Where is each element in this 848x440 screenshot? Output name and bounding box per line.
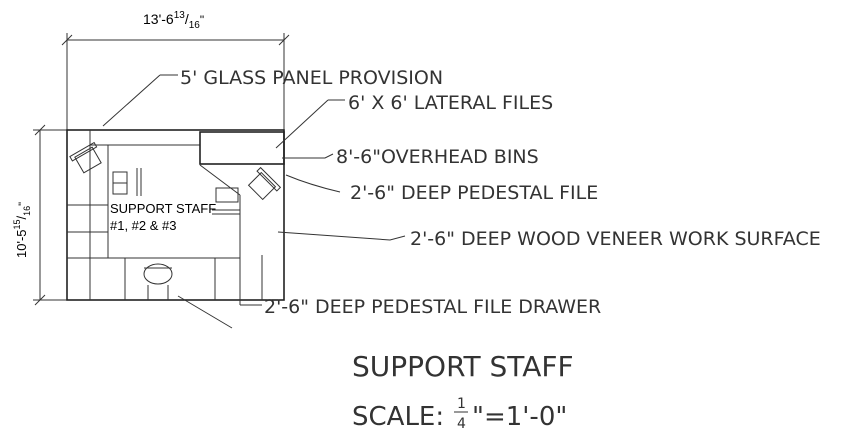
height-dimension-suffix: " (17, 202, 29, 206)
height-dimension-main: 10'-5 (14, 229, 29, 258)
chair-top-left (69, 141, 102, 174)
callout-overhead-bins-text: 8'-6"OVERHEAD BINS (336, 146, 539, 168)
height-dimension: 10'-515/16" (12, 124, 70, 306)
seat-marker-right (212, 187, 240, 215)
chair-bottom (143, 263, 173, 285)
drawing-scale-numerator: 1 (457, 396, 466, 412)
callout-glass-panel: 5' GLASS PANEL PROVISION (102, 67, 443, 127)
width-dimension: 13'-613/16" (61, 10, 290, 130)
drawing-scale-denominator: 4 (457, 416, 466, 432)
width-dimension-main: 13'-6 (143, 11, 174, 27)
room-label-line1: SUPPORT STAFF (110, 201, 216, 216)
svg-text:10'-515/16": 10'-515/16" (12, 202, 32, 258)
callout-lateral-files: 6' X 6' LATERAL FILES (275, 92, 553, 149)
width-dimension-denominator: 16 (189, 20, 201, 31)
callout-file-drawer-text: 2'-6" DEEP PEDESTAL FILE DRAWER (264, 296, 601, 318)
chair-right (247, 166, 282, 201)
callout-work-surface: 2'-6" DEEP WOOD VENEER WORK SURFACE (277, 228, 821, 250)
height-dimension-denominator: 16 (22, 206, 32, 216)
drawing-scale-prefix: SCALE: (352, 402, 444, 432)
callout-pedestal-file-text: 2'-6" DEEP PEDESTAL FILE (350, 182, 598, 204)
drawing-title-name: SUPPORT STAFF (352, 350, 574, 383)
seat-marker-left (112, 168, 142, 196)
seat-marker-bottom (147, 285, 169, 300)
callout-pedestal-file: 2'-6" DEEP PEDESTAL FILE (285, 174, 598, 204)
room-plan (66, 129, 285, 301)
drawing-scale-suffix: "=1'-0" (472, 402, 567, 432)
callout-overhead-bins: 8'-6"OVERHEAD BINS (282, 146, 539, 168)
callout-lateral-files-text: 6' X 6' LATERAL FILES (348, 92, 553, 114)
lateral-files-box (199, 131, 285, 165)
callout-file-drawer: 2'-6" DEEP PEDESTAL FILE DRAWER (177, 293, 601, 329)
height-dimension-numerator: 15 (12, 219, 22, 229)
room-label-line2: #1, #2 & #3 (110, 218, 177, 233)
callout-work-surface-text: 2'-6" DEEP WOOD VENEER WORK SURFACE (410, 228, 821, 250)
width-dimension-numerator: 13 (174, 10, 186, 21)
callout-glass-panel-text: 5' GLASS PANEL PROVISION (180, 67, 443, 89)
drawing-scale: SCALE: 1 4 "=1'-0" (352, 396, 567, 432)
room-label: SUPPORT STAFF #1, #2 & #3 (110, 201, 216, 233)
width-dimension-suffix: " (200, 13, 204, 27)
svg-text:13'-613/16": 13'-613/16" (143, 10, 204, 31)
room-outline (66, 129, 285, 301)
drawing-title: SUPPORT STAFF (352, 350, 574, 383)
